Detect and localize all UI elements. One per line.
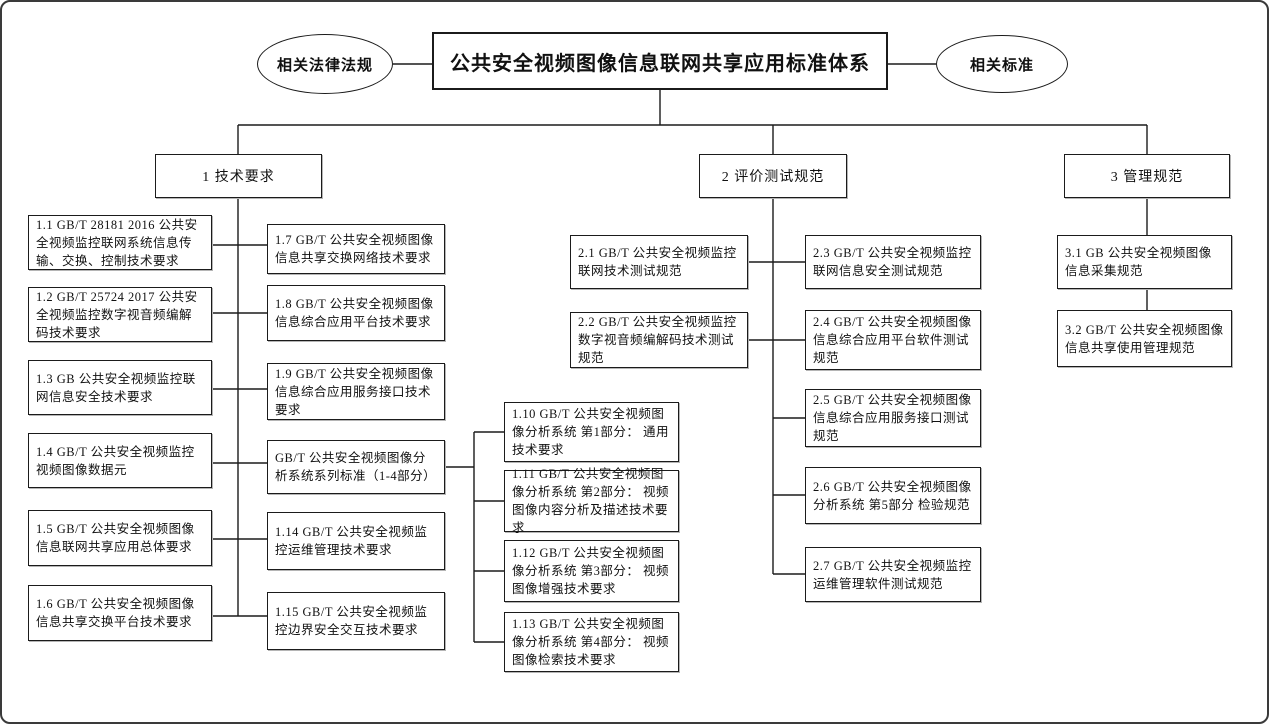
node-2-6: 2.6 GB/T 公共安全视频图像分析系统 第5部分 检验规范 xyxy=(805,467,981,524)
node-gbt-analysis-series: GB/T 公共安全视频图像分析系统系列标准（1-4部分） xyxy=(267,440,445,494)
node-1-11: 1.11 GB/T 公共安全视频图像分析系统 第2部分： 视频图像内容分析及描述… xyxy=(504,467,679,535)
node-1-4: 1.4 GB/T 公共安全视频监控视频图像数据元 xyxy=(28,433,212,488)
node-1-9: 1.9 GB/T 公共安全视频图像信息综合应用服务接口技术要求 xyxy=(267,363,445,420)
ellipse-related-standards: 相关标准 xyxy=(936,35,1068,93)
ellipse-related-laws: 相关法律法规 xyxy=(257,34,393,94)
node-1-8: 1.8 GB/T 公共安全视频图像信息综合应用平台技术要求 xyxy=(267,285,445,341)
node-1-15: 1.15 GB/T 公共安全视频监控边界安全交互技术要求 xyxy=(267,592,445,650)
node-1-2: 1.2 GB/T 25724 2017 公共安全视频监控数字视音频编解码技术要求 xyxy=(28,287,212,342)
node-1-6: 1.6 GB/T 公共安全视频图像信息共享交换平台技术要求 xyxy=(28,585,212,641)
node-2-3: 2.3 GB/T 公共安全视频监控联网信息安全测试规范 xyxy=(805,235,981,289)
node-1-12: 1.12 GB/T 公共安全视频图像分析系统 第3部分： 视频图像增强技术要求 xyxy=(504,540,679,602)
node-3-2: 3.2 GB/T 公共安全视频图像信息共享使用管理规范 xyxy=(1057,310,1232,367)
node-1-7: 1.7 GB/T 公共安全视频图像信息共享交换网络技术要求 xyxy=(267,224,445,274)
root-title: 公共安全视频图像信息联网共享应用标准体系 xyxy=(432,32,888,90)
node-2-2: 2.2 GB/T 公共安全视频监控数字视音频编解码技术测试规范 xyxy=(570,312,748,368)
node-2-1: 2.1 GB/T 公共安全视频监控联网技术测试规范 xyxy=(570,235,748,289)
node-1-14: 1.14 GB/T 公共安全视频监控运维管理技术要求 xyxy=(267,512,445,570)
node-1-3: 1.3 GB 公共安全视频监控联网信息安全技术要求 xyxy=(28,360,212,415)
node-3-1: 3.1 GB 公共安全视频图像信息采集规范 xyxy=(1057,235,1232,289)
node-1-1: 1.1 GB/T 28181 2016 公共安全视频监控联网系统信息传输、交换、… xyxy=(28,215,212,270)
category-tech-requirements: 1 技术要求 xyxy=(155,154,322,198)
node-2-5: 2.5 GB/T 公共安全视频图像信息综合应用服务接口测试规范 xyxy=(805,389,981,447)
node-1-5: 1.5 GB/T 公共安全视频图像信息联网共享应用总体要求 xyxy=(28,510,212,566)
node-1-10: 1.10 GB/T 公共安全视频图像分析系统 第1部分： 通用技术要求 xyxy=(504,402,679,462)
node-2-7: 2.7 GB/T 公共安全视频监控运维管理软件测试规范 xyxy=(805,547,981,602)
node-1-13: 1.13 GB/T 公共安全视频图像分析系统 第4部分： 视频图像检索技术要求 xyxy=(504,612,679,672)
category-management-specs: 3 管理规范 xyxy=(1064,154,1230,198)
node-2-4: 2.4 GB/T 公共安全视频图像信息综合应用平台软件测试规范 xyxy=(805,310,981,370)
category-eval-test-specs: 2 评价测试规范 xyxy=(699,154,847,198)
